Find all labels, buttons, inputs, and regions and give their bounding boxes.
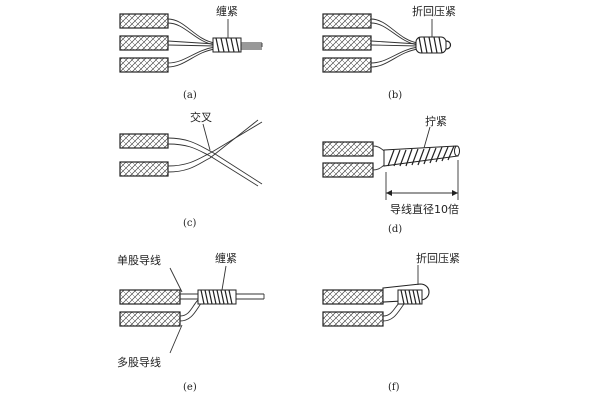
label-d-length: 导线直径10倍 [390, 202, 459, 216]
insulation-tube [119, 161, 169, 177]
insulation-tube [119, 133, 169, 149]
twisted-section [383, 145, 460, 167]
insulation-tube [119, 289, 181, 305]
panel-d: 拧紧 导线直径10倍 (d) [322, 114, 460, 235]
leader-line [169, 267, 183, 293]
panel-e: 单股导线 缠紧 多股导线 (e) [117, 251, 265, 393]
insulation-tube [322, 162, 374, 178]
caption-f: (f) [388, 382, 400, 393]
folded-coil [415, 36, 452, 54]
panel-c: 交叉 (c) [119, 110, 263, 229]
label-e-wrap: 缠紧 [215, 251, 237, 265]
insulation-tube [322, 311, 384, 327]
panel-b: 折回压紧 (b) [322, 4, 456, 101]
caption-b: (b) [388, 90, 402, 101]
label-a-wrap: 缠紧 [216, 4, 238, 18]
label-e-multi: 多股导线 [117, 355, 161, 369]
label-d-twist: 拧紧 [425, 114, 447, 128]
caption-d: (d) [388, 224, 402, 235]
leader-line [221, 265, 227, 291]
insulation-tube [119, 13, 169, 29]
insulation-tube [322, 141, 374, 157]
label-f-fold: 折回压紧 [416, 251, 460, 265]
insulation-tube [322, 57, 372, 73]
panel-a: 缠紧 (a) [119, 4, 263, 101]
caption-a: (a) [183, 90, 197, 101]
leader-line [169, 324, 183, 354]
insulation-tube [119, 35, 169, 51]
label-b-fold: 折回压紧 [412, 4, 456, 18]
leader-line [423, 126, 431, 149]
wrap-coil [212, 37, 242, 53]
insulation-tube [119, 57, 169, 73]
insulation-tube [322, 13, 372, 29]
insulation-tube [322, 289, 384, 305]
folded-coil [382, 283, 430, 305]
dimension-marker [385, 160, 459, 200]
caption-e: (e) [183, 382, 197, 393]
caption-c: (c) [183, 218, 197, 229]
wrap-coil [197, 289, 237, 305]
panel-f: 折回压紧 (f) [322, 251, 460, 393]
insulation-tube [119, 311, 181, 327]
insulation-tube [322, 35, 372, 51]
leader-line [202, 123, 211, 151]
label-e-single: 单股导线 [117, 253, 161, 267]
label-c-cross: 交叉 [190, 110, 212, 124]
